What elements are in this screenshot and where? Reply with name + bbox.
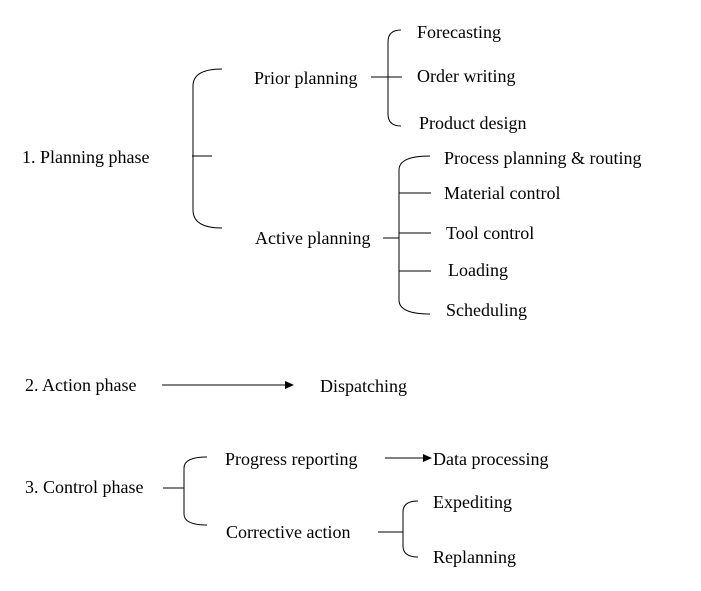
active-item-tool-control: Tool control bbox=[446, 223, 534, 243]
corrective-action-bracket bbox=[402, 500, 419, 558]
progress-reporting-label: Progress reporting bbox=[225, 449, 357, 469]
action-arrow-head bbox=[285, 381, 294, 389]
active-item-scheduling: Scheduling bbox=[446, 300, 527, 320]
active-item-process-planning: Process planning & routing bbox=[444, 148, 641, 168]
corrective-item-expediting: Expediting bbox=[433, 492, 512, 512]
prior-item-order-writing: Order writing bbox=[417, 66, 515, 86]
planning-phase-label: 1. Planning phase bbox=[22, 147, 150, 167]
planning-phase-bracket bbox=[192, 68, 223, 229]
active-planning-bracket bbox=[398, 155, 431, 315]
active-planning-label: Active planning bbox=[255, 228, 370, 248]
control-phase-label: 3. Control phase bbox=[25, 477, 144, 497]
progress-arrow-head bbox=[423, 454, 432, 462]
prior-item-product-design: Product design bbox=[419, 113, 527, 133]
active-item-material-control: Material control bbox=[444, 183, 560, 203]
prior-planning-label: Prior planning bbox=[254, 68, 358, 88]
control-phase-bracket bbox=[183, 456, 208, 526]
progress-result-data-processing: Data processing bbox=[433, 449, 548, 469]
prior-planning-bracket bbox=[387, 29, 402, 127]
prior-item-forecasting: Forecasting bbox=[417, 22, 501, 42]
action-phase-label: 2. Action phase bbox=[25, 375, 136, 395]
corrective-action-label: Corrective action bbox=[226, 522, 350, 542]
corrective-item-replanning: Replanning bbox=[433, 547, 516, 567]
action-result-dispatching: Dispatching bbox=[320, 376, 407, 396]
active-item-loading: Loading bbox=[448, 260, 508, 280]
